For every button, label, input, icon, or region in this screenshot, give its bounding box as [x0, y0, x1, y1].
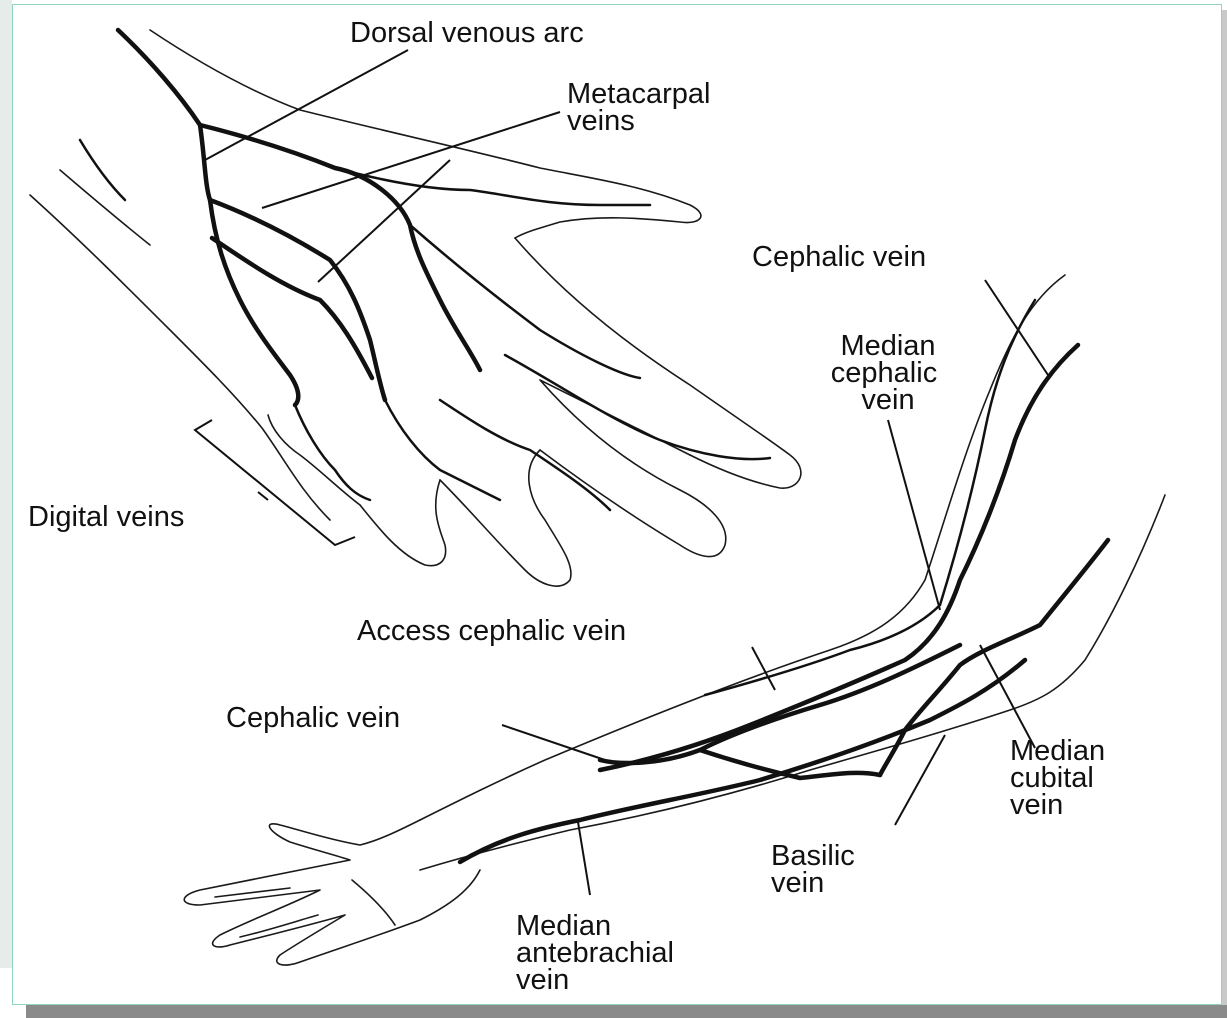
leader-cephalic-vein-upper [985, 280, 1048, 375]
digital-vein-2 [385, 400, 500, 500]
cephalic-vein-hand [118, 30, 298, 405]
metacarpal-vein-3 [335, 168, 650, 205]
forearm-lower-connector [700, 750, 880, 778]
thumb-vein [505, 355, 770, 459]
digital-vein-1 [295, 405, 370, 500]
label-median-cephalic-line3: vein [861, 384, 914, 416]
label-basilic-line2: vein [771, 867, 824, 899]
palm-crease [352, 880, 395, 925]
label-digital-veins: Digital veins [28, 501, 184, 533]
forearm-illustration [184, 275, 1165, 965]
label-access-cephalic-vein: Access cephalic vein [357, 615, 626, 647]
leader-basilic-vein [895, 735, 945, 825]
label-median-cubital-line3: vein [1010, 789, 1063, 821]
digital-veins-bracket [195, 420, 355, 545]
cephalic-vein-forearm [600, 345, 1078, 770]
metacarpal-vein-4 [410, 225, 640, 378]
little-finger-outline [268, 415, 360, 505]
index-finger-outline [540, 380, 726, 557]
metacarpal-vein-1 [210, 200, 385, 400]
label-dorsal-venous-arc: Dorsal venous arc [350, 17, 584, 49]
leader-dorsal-venous-arc [205, 50, 408, 160]
metacarpal-vein-2 [212, 238, 372, 378]
wrist-inner-outline [60, 170, 150, 245]
leader-median-cephalic-vein [888, 420, 940, 610]
leader-access-cephalic-vein [752, 647, 775, 690]
arm-outline-upper [420, 275, 1065, 820]
label-cephalic-vein-upper: Cephalic vein [752, 241, 926, 273]
label-cephalic-vein-lower: Cephalic vein [226, 702, 400, 734]
leader-metacarpal-veins-b [318, 160, 450, 282]
median-cephalic-vein-line [940, 300, 1035, 605]
leader-digital-veins [258, 492, 268, 500]
label-metacarpal-veins-line2: veins [567, 105, 635, 137]
hand-outline-palm [184, 820, 480, 965]
ring-finger-outline [360, 480, 446, 566]
digital-vein-3 [440, 400, 610, 510]
wrist-vein-small [80, 140, 125, 200]
thumb-outline [515, 238, 801, 488]
middle-finger-outline [440, 450, 571, 586]
hand-outline-ulnar [30, 195, 330, 520]
leader-cephalic-vein-lower [502, 725, 605, 760]
median-cubital-vein-line [600, 645, 960, 763]
leader-metacarpal-veins-a [262, 112, 560, 208]
leader-median-antebrachial-vein [578, 822, 590, 895]
label-median-antebrachial-line3: vein [516, 964, 569, 996]
